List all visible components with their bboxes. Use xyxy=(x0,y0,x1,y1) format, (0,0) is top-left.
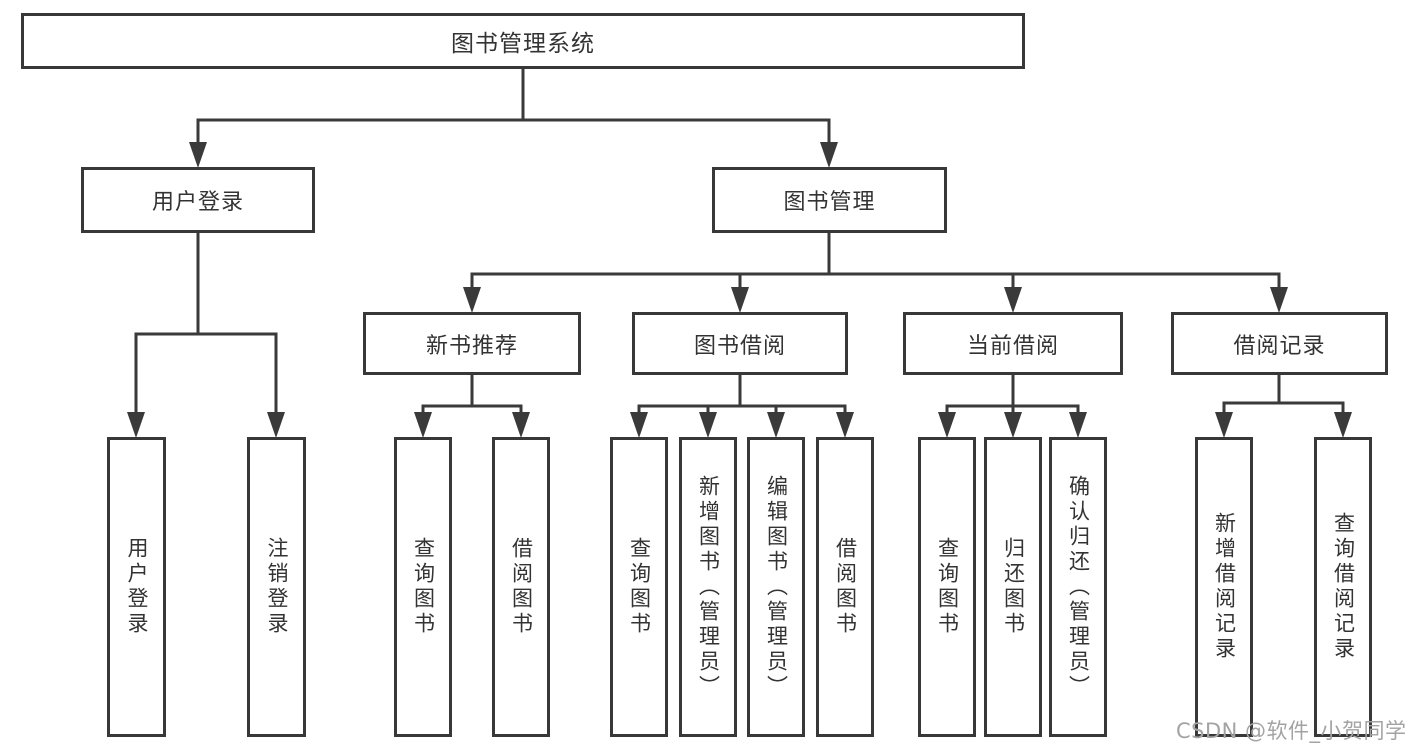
leaf-add-books-admin: 新增图书（管理员） xyxy=(679,437,737,737)
node-user-login-label: 用户登录 xyxy=(151,190,244,215)
leaf-query-books-recommend: 查询图书 xyxy=(394,437,452,737)
leaf-edit-books-admin: 编辑图书（管理员） xyxy=(747,437,805,737)
leaf-return-books: 归还图书 xyxy=(984,437,1042,737)
node-book-borrowing-label: 图书借阅 xyxy=(693,333,786,359)
node-book-borrowing: 图书借阅 xyxy=(632,312,848,375)
arrow-icon xyxy=(189,142,207,168)
arrow-icon xyxy=(1270,287,1288,313)
connector-records-branch xyxy=(1222,401,1345,414)
arrow-icon xyxy=(1004,412,1022,438)
connector-newbooks-branch xyxy=(421,404,523,414)
arrow-icon xyxy=(1069,412,1087,438)
arrowheads xyxy=(127,142,1352,438)
connector-root-branch xyxy=(196,118,831,144)
arrow-icon xyxy=(1004,287,1022,313)
node-book-management: 图书管理 xyxy=(712,167,947,233)
leaf-query-books-current: 查询图书 xyxy=(918,437,976,737)
arrow-icon xyxy=(127,412,145,438)
node-borrowing-records-label: 借阅记录 xyxy=(1233,333,1326,359)
node-user-login: 用户登录 xyxy=(81,167,315,233)
node-root-label: 图书管理系统 xyxy=(451,31,595,57)
connector-borrowing-branch xyxy=(637,404,847,414)
node-new-book-recommend: 新书推荐 xyxy=(363,312,581,375)
arrow-icon xyxy=(512,412,530,438)
watermark: CSDN @软件_小贺同学 xyxy=(1176,719,1405,743)
connector-userlogin-branch xyxy=(134,332,278,414)
arrow-icon xyxy=(414,412,432,438)
arrow-icon xyxy=(699,412,717,438)
leaf-borrow-books-borrowing: 借阅图书 xyxy=(816,437,874,737)
node-root: 图书管理系统 xyxy=(21,13,1025,69)
arrow-icon xyxy=(1334,412,1352,438)
leaf-query-books-borrowing: 查询图书 xyxy=(610,437,668,737)
arrow-icon xyxy=(630,412,648,438)
arrow-icon xyxy=(731,287,749,313)
leaf-add-borrow-record: 新增借阅记录 xyxy=(1195,437,1253,737)
arrow-icon xyxy=(267,412,285,438)
connector-bookmgmt-branch xyxy=(470,272,1281,289)
arrow-icon xyxy=(767,412,785,438)
node-current-borrowing-label: 当前借阅 xyxy=(966,333,1059,359)
leaf-query-borrow-record: 查询借阅记录 xyxy=(1314,437,1372,737)
node-book-management-label: 图书管理 xyxy=(783,190,876,215)
arrow-icon xyxy=(820,142,838,168)
arrow-icon xyxy=(836,412,854,438)
leaf-logout: 注销登录 xyxy=(247,437,306,737)
leaf-user-login: 用户登录 xyxy=(107,437,166,737)
arrow-icon xyxy=(938,412,956,438)
node-borrowing-records: 借阅记录 xyxy=(1171,312,1388,375)
arrow-icon xyxy=(1215,412,1233,438)
node-new-book-recommend-label: 新书推荐 xyxy=(425,333,518,359)
node-current-borrowing: 当前借阅 xyxy=(903,312,1123,375)
leaf-borrow-books-recommend: 借阅图书 xyxy=(492,437,550,737)
arrow-icon xyxy=(463,287,481,313)
leaf-confirm-return-admin: 确认归还（管理员） xyxy=(1049,437,1107,737)
